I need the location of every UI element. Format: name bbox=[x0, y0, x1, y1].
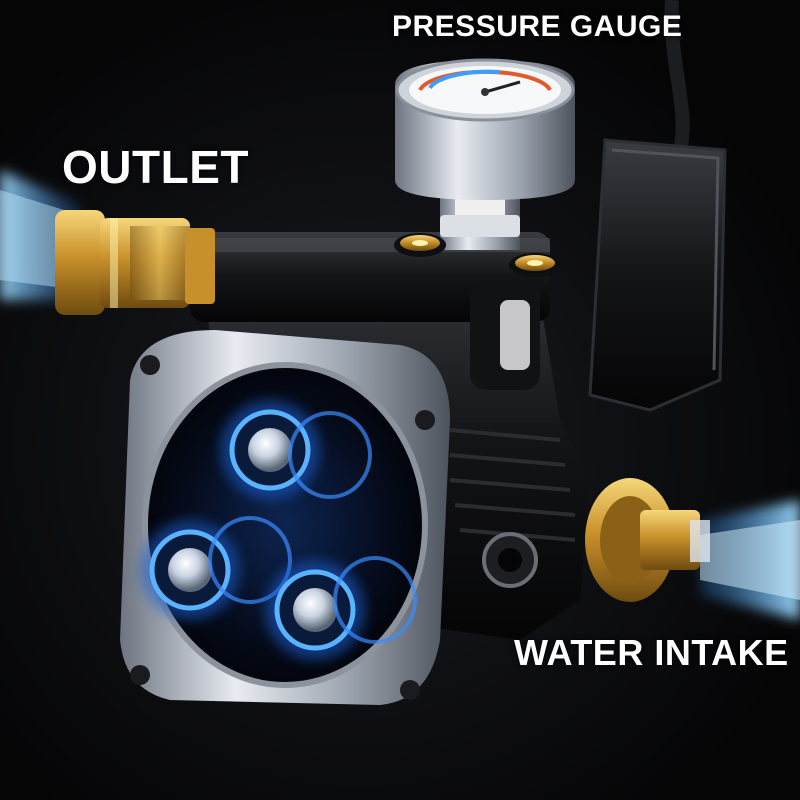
intake-brass-fitting bbox=[585, 478, 710, 602]
pressure-gauge-label: PRESSURE GAUGE bbox=[392, 10, 683, 43]
outlet-label: OUTLET bbox=[62, 141, 249, 193]
water-intake-label: WATER INTAKE bbox=[514, 632, 789, 673]
pressure-switch-box bbox=[588, 138, 727, 412]
piston-right bbox=[265, 556, 417, 660]
pressure-gauge-icon bbox=[395, 58, 575, 250]
intake-water-flow bbox=[700, 500, 800, 620]
outlet-brass-fitting bbox=[55, 210, 215, 315]
top-valve-caps bbox=[394, 233, 561, 277]
piston-left bbox=[140, 516, 292, 620]
power-cable bbox=[664, 0, 690, 152]
piston-assembly bbox=[140, 400, 417, 660]
piston-top bbox=[220, 400, 372, 500]
